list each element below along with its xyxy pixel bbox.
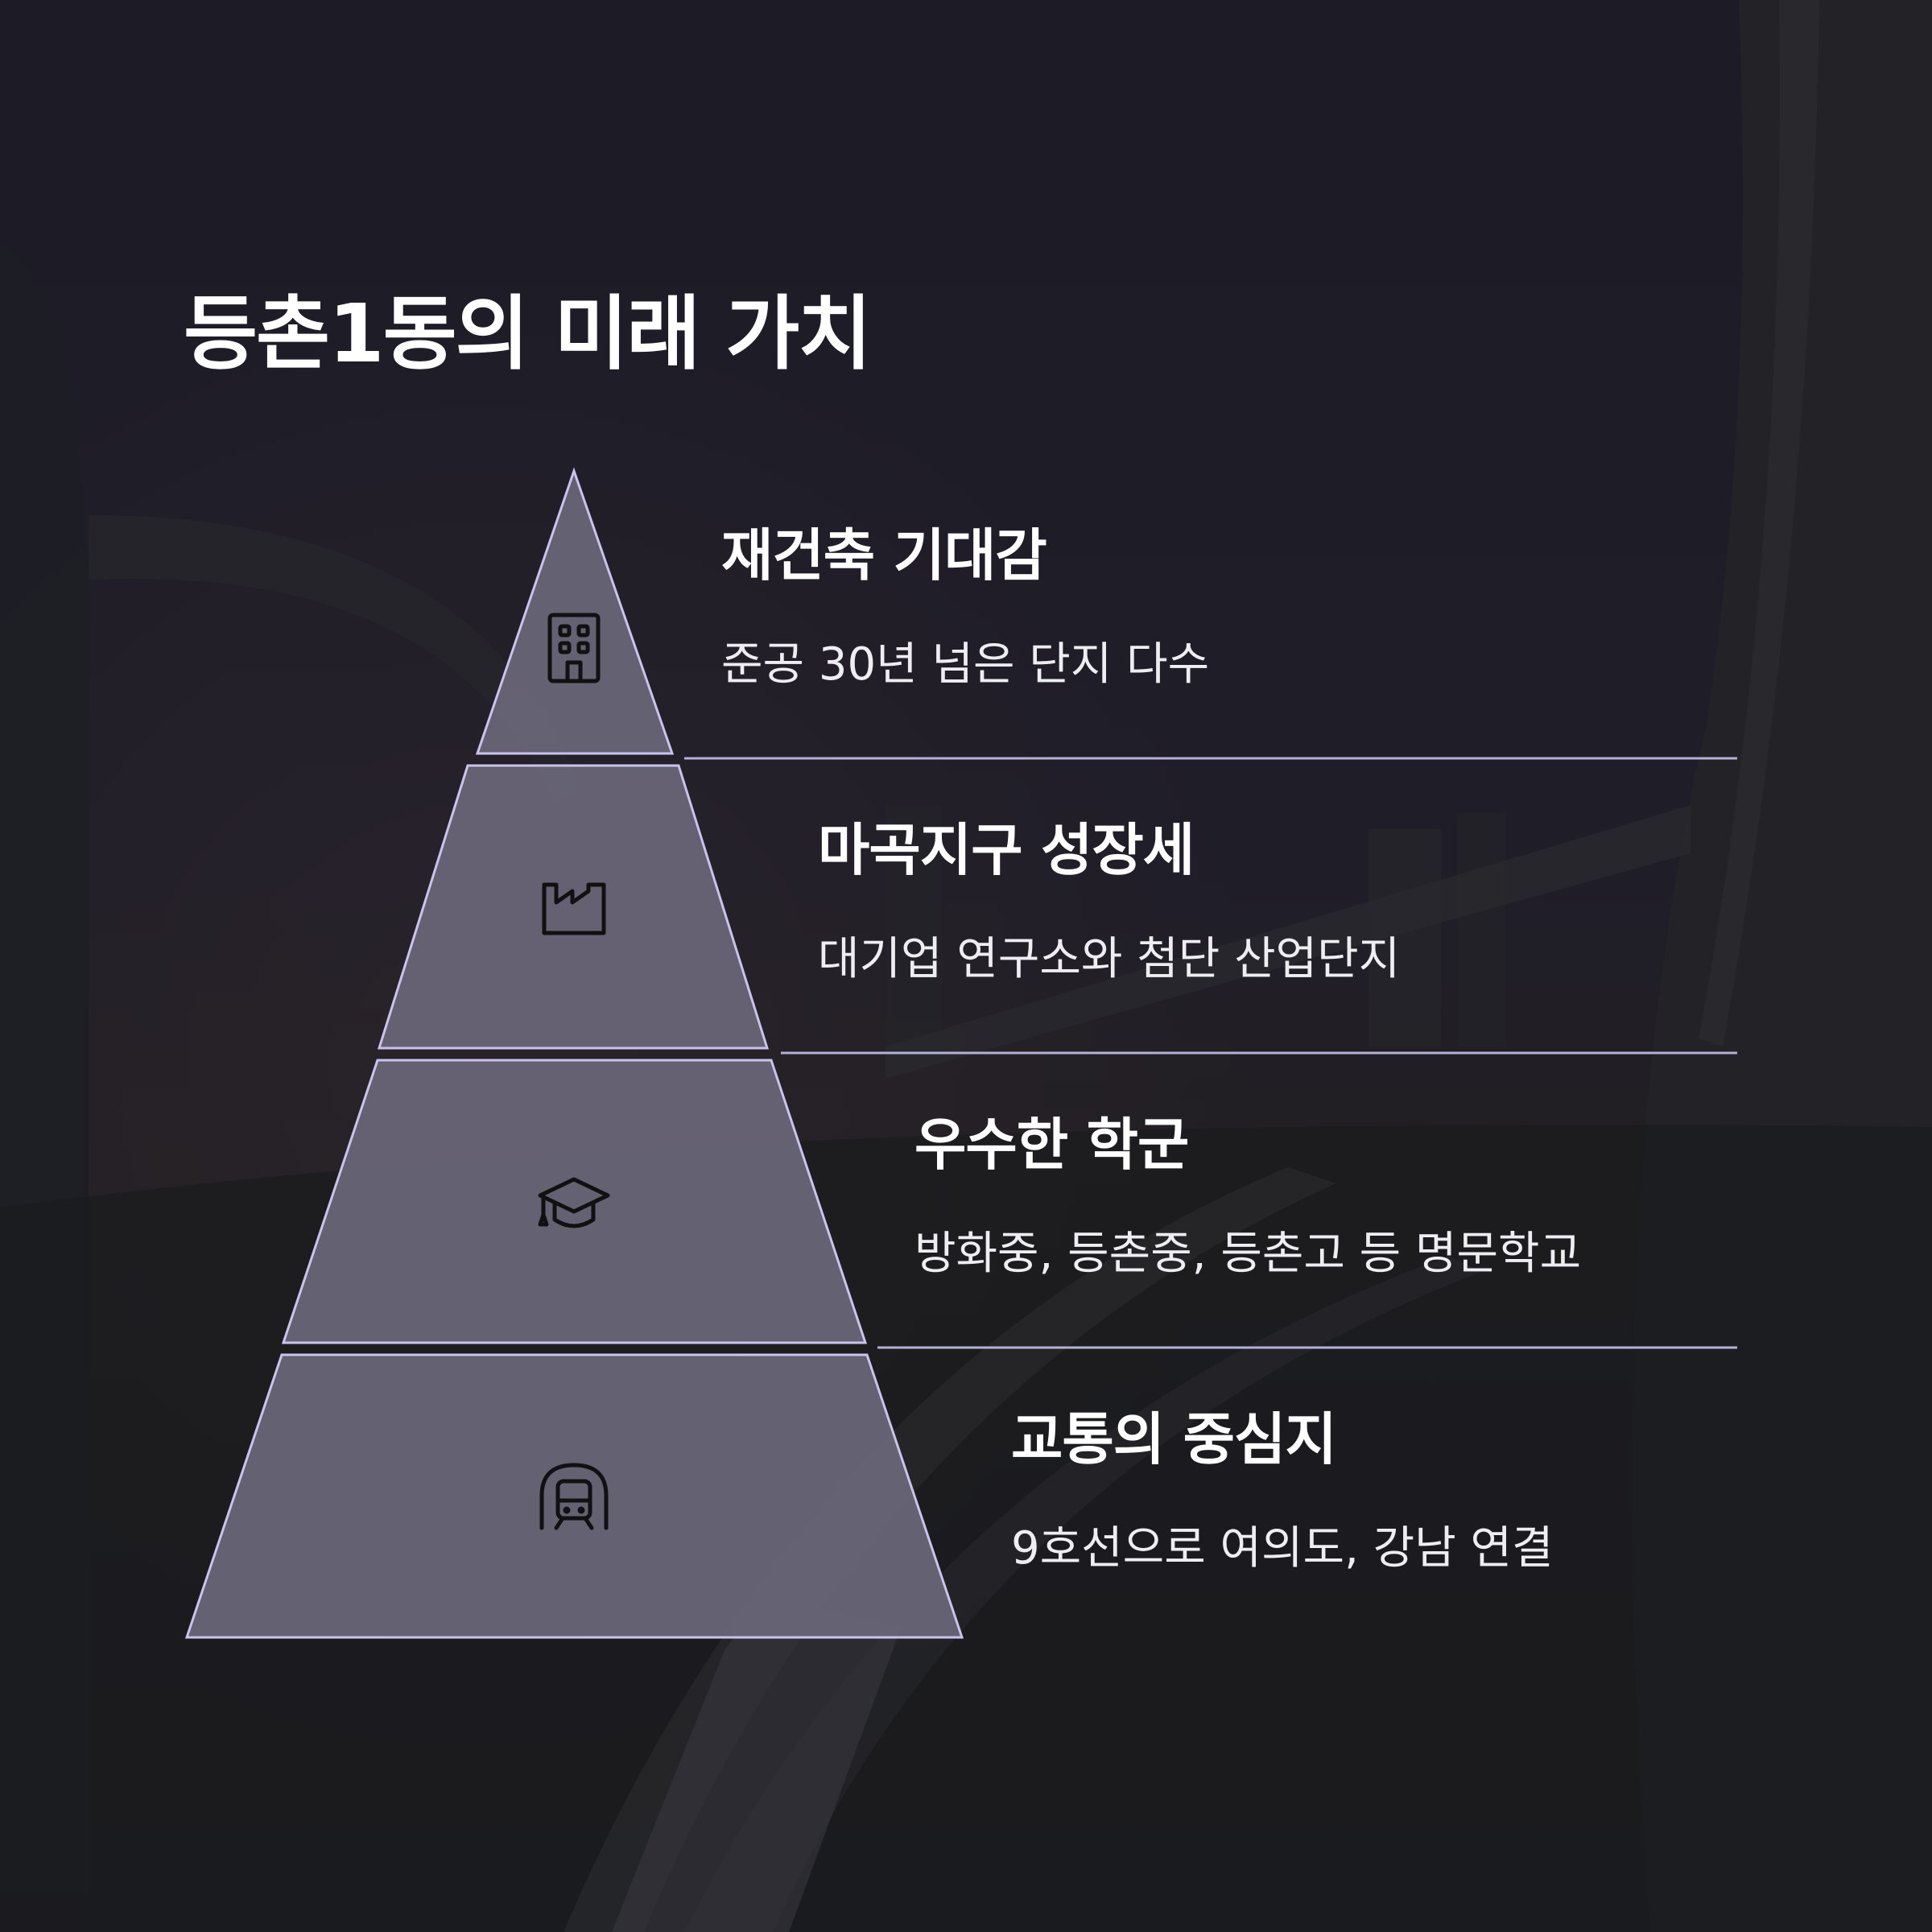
pyramid-level-1 [475,467,1737,760]
level-3-text: 우수한 학군 방화중, 등촌중, 등촌고 등 명문학교 [914,1111,1581,1281]
level-4-text: 교통의 중심지 9호선으로 여의도, 강남 연결 [1011,1406,1554,1575]
pyramid-level-4 [184,1353,964,1639]
level-4-description: 9호선으로 여의도, 강남 연결 [1011,1522,1554,1575]
pyramid-level-3 [281,1059,1737,1349]
page-title: 등촌1동의 미래 가치 [184,287,872,381]
pyramid-level-2 [377,764,1737,1055]
subway-train-icon [539,1463,609,1530]
level-1-text: 재건축 기대감 준공 30년 넘은 단지 다수 [721,522,1209,691]
level-1-description: 준공 30년 넘은 단지 다수 [721,638,1210,691]
level-2-text: 마곡지구 성장세 대기업 연구소와 첨단 산업단지 [818,816,1400,986]
level-2-title: 마곡지구 성장세 [818,817,1195,883]
level-2-description: 대기업 연구소와 첨단 산업단지 [818,933,1401,985]
level-1-title: 재건축 기대감 [721,522,1047,588]
graduation-cap-icon [538,1177,610,1228]
level-4-title: 교통의 중심지 [1011,1406,1337,1472]
level-3-description: 방화중, 등촌중, 등촌고 등 명문학교 [914,1228,1582,1280]
level-3-title: 우수한 학군 [914,1112,1189,1178]
factory-icon [542,882,606,935]
building-icon [547,613,601,683]
